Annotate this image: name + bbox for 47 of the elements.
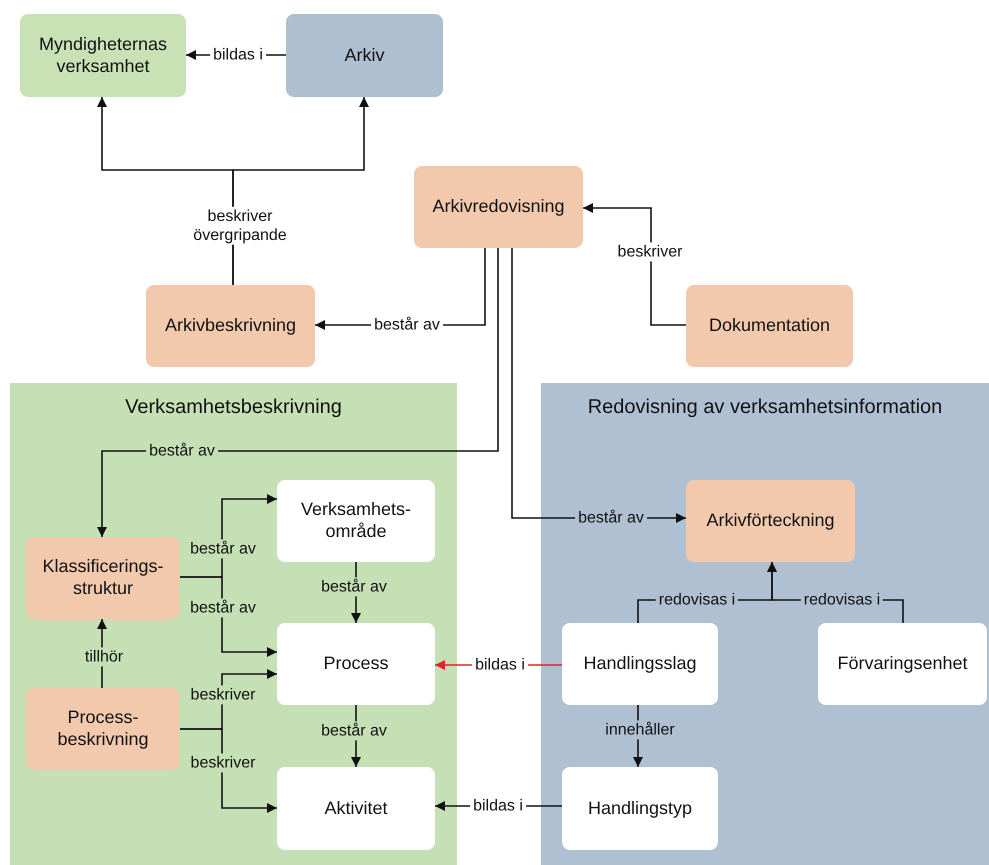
process-box (146, 285, 315, 367)
process-box (686, 480, 855, 562)
arrow (180, 576, 277, 657)
node-label: Process- beskrivning (56, 707, 150, 751)
arrow (583, 203, 686, 326)
node-label: Dokumentation (708, 315, 830, 337)
node-label: Arkivförteckning (706, 510, 835, 532)
arrow (97, 619, 107, 688)
arrow (97, 248, 499, 537)
node-label: Handlingstyp (588, 798, 692, 820)
group-heading: Redovisning av verksamhetsinformation (588, 395, 942, 419)
node-label: Klassificerings- struktur (41, 556, 165, 600)
node-label: Arkiv (344, 44, 384, 66)
node-label: Handlingsslag (583, 653, 697, 675)
node-label: Arkivbeskrivning (164, 315, 296, 337)
process-box (414, 166, 583, 248)
node-label: Myndigheternas verksamhet (38, 34, 168, 78)
arrow (315, 248, 486, 330)
arrow (351, 562, 361, 623)
arrow (511, 248, 686, 523)
arrow (180, 728, 277, 813)
group-heading: Verksamhetsbeskrivning (125, 395, 342, 419)
arrow (767, 562, 904, 623)
node-label: Process (323, 653, 389, 675)
group-panel (541, 383, 989, 865)
group-panel (10, 383, 457, 865)
arrow (435, 801, 562, 811)
process-box (686, 285, 853, 367)
process-box (26, 537, 180, 619)
node-label: Aktivitet (324, 798, 388, 820)
process-box (277, 480, 435, 562)
node-label: Förvaringsenhet (837, 653, 968, 675)
arrow (435, 660, 562, 670)
arrow (633, 705, 643, 767)
process-box (286, 14, 443, 97)
process-box (277, 623, 435, 705)
arrow (186, 50, 286, 60)
process-box (562, 623, 718, 705)
process-box (277, 767, 435, 850)
node-label: Verksamhets- område (300, 499, 412, 543)
arrow (351, 705, 361, 767)
arrow (232, 97, 369, 285)
process-box (20, 14, 186, 97)
process-box (818, 623, 987, 705)
process-box (26, 688, 180, 770)
process-box (562, 767, 718, 850)
node-label: Arkivredovisning (432, 196, 565, 218)
